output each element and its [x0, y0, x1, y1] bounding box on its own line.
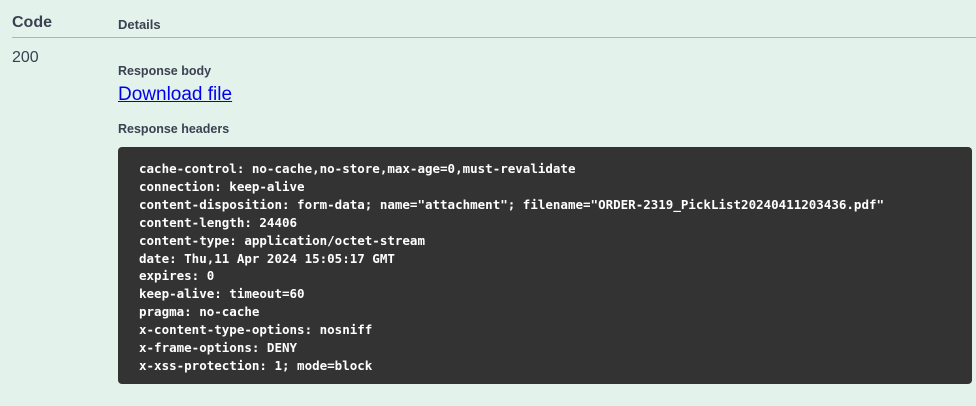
code-column-header: Code: [12, 14, 52, 31]
response-header-line: x-content-type-options: nosniff: [139, 322, 373, 338]
details-column-header: Details: [118, 17, 161, 32]
response-status-code: 200: [12, 49, 39, 66]
response-header-line: keep-alive: timeout=60: [139, 286, 305, 302]
response-header-line: x-frame-options: DENY: [139, 340, 298, 356]
responses-table-header: Code Details: [12, 0, 976, 38]
response-details: Response body Download file Response hea…: [118, 38, 976, 384]
response-headers-label: Response headers: [118, 122, 230, 136]
response-header-line: x-xss-protection: 1; mode=block: [139, 357, 373, 373]
response-body-label: Response body: [118, 64, 212, 78]
response-header-line: content-type: application/octet-stream: [139, 232, 425, 248]
response-headers-block: cache-control: no-cache,no-store,max-age…: [118, 147, 972, 384]
response-header-line: content-length: 24406: [139, 214, 298, 230]
response-header-line: content-disposition: form-data; name="at…: [139, 196, 885, 212]
response-header-line: expires: 0: [139, 268, 215, 284]
download-file-link[interactable]: Download file: [118, 84, 233, 105]
response-header-line: cache-control: no-cache,no-store,max-age…: [139, 161, 576, 176]
response-header-line: date: Thu,11 Apr 2024 15:05:17 GMT: [139, 250, 395, 266]
response-row-200: 200 Response body Download file Response…: [12, 38, 976, 384]
response-header-line: pragma: no-cache: [139, 304, 260, 320]
response-header-line: connection: keep-alive: [139, 178, 305, 194]
